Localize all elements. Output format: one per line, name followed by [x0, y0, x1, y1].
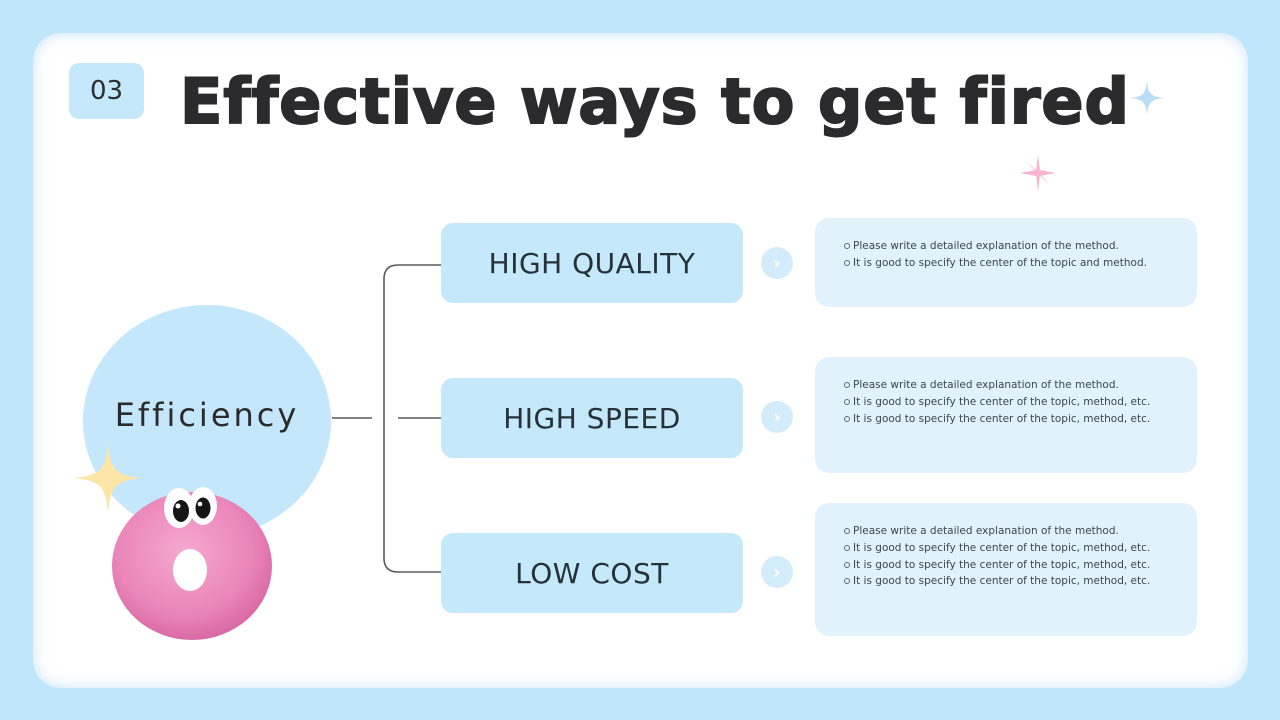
detail-line: It is good to specify the center of the …: [844, 557, 1197, 574]
method-box-low-cost: LOW COST: [441, 533, 743, 613]
center-node-label: Efficiency: [114, 396, 300, 434]
method-details-low-cost: Please write a detailed explanation of t…: [815, 503, 1197, 636]
chevron-right-icon: ›: [761, 401, 793, 433]
method-details-high-speed: Please write a detailed explanation of t…: [815, 357, 1197, 473]
detail-line: It is good to specify the center of the …: [844, 411, 1197, 428]
sparkle-yellow-icon: [72, 442, 144, 514]
slide-number-badge: 03: [69, 63, 144, 119]
slide-title: Effective ways to get fired: [179, 64, 1130, 139]
detail-line: It is good to specify the center of the …: [844, 255, 1197, 272]
fuzzy-donut-mascot: [112, 487, 272, 640]
sparkle-blue-icon: [1129, 80, 1165, 116]
detail-line: It is good to specify the center of the …: [844, 540, 1197, 557]
detail-line: It is good to specify the center of the …: [844, 394, 1197, 411]
sparkle-pink-icon: [1020, 155, 1056, 191]
method-box-high-quality: HIGH QUALITY: [441, 223, 743, 303]
method-details-high-quality: Please write a detailed explanation of t…: [815, 218, 1197, 307]
chevron-right-icon: ›: [761, 556, 793, 588]
detail-line: It is good to specify the center of the …: [844, 573, 1197, 590]
detail-line: Please write a detailed explanation of t…: [844, 523, 1197, 540]
chevron-right-icon: ›: [761, 247, 793, 279]
detail-line: Please write a detailed explanation of t…: [844, 238, 1197, 255]
method-box-high-speed: HIGH SPEED: [441, 378, 743, 458]
detail-line: Please write a detailed explanation of t…: [844, 377, 1197, 394]
